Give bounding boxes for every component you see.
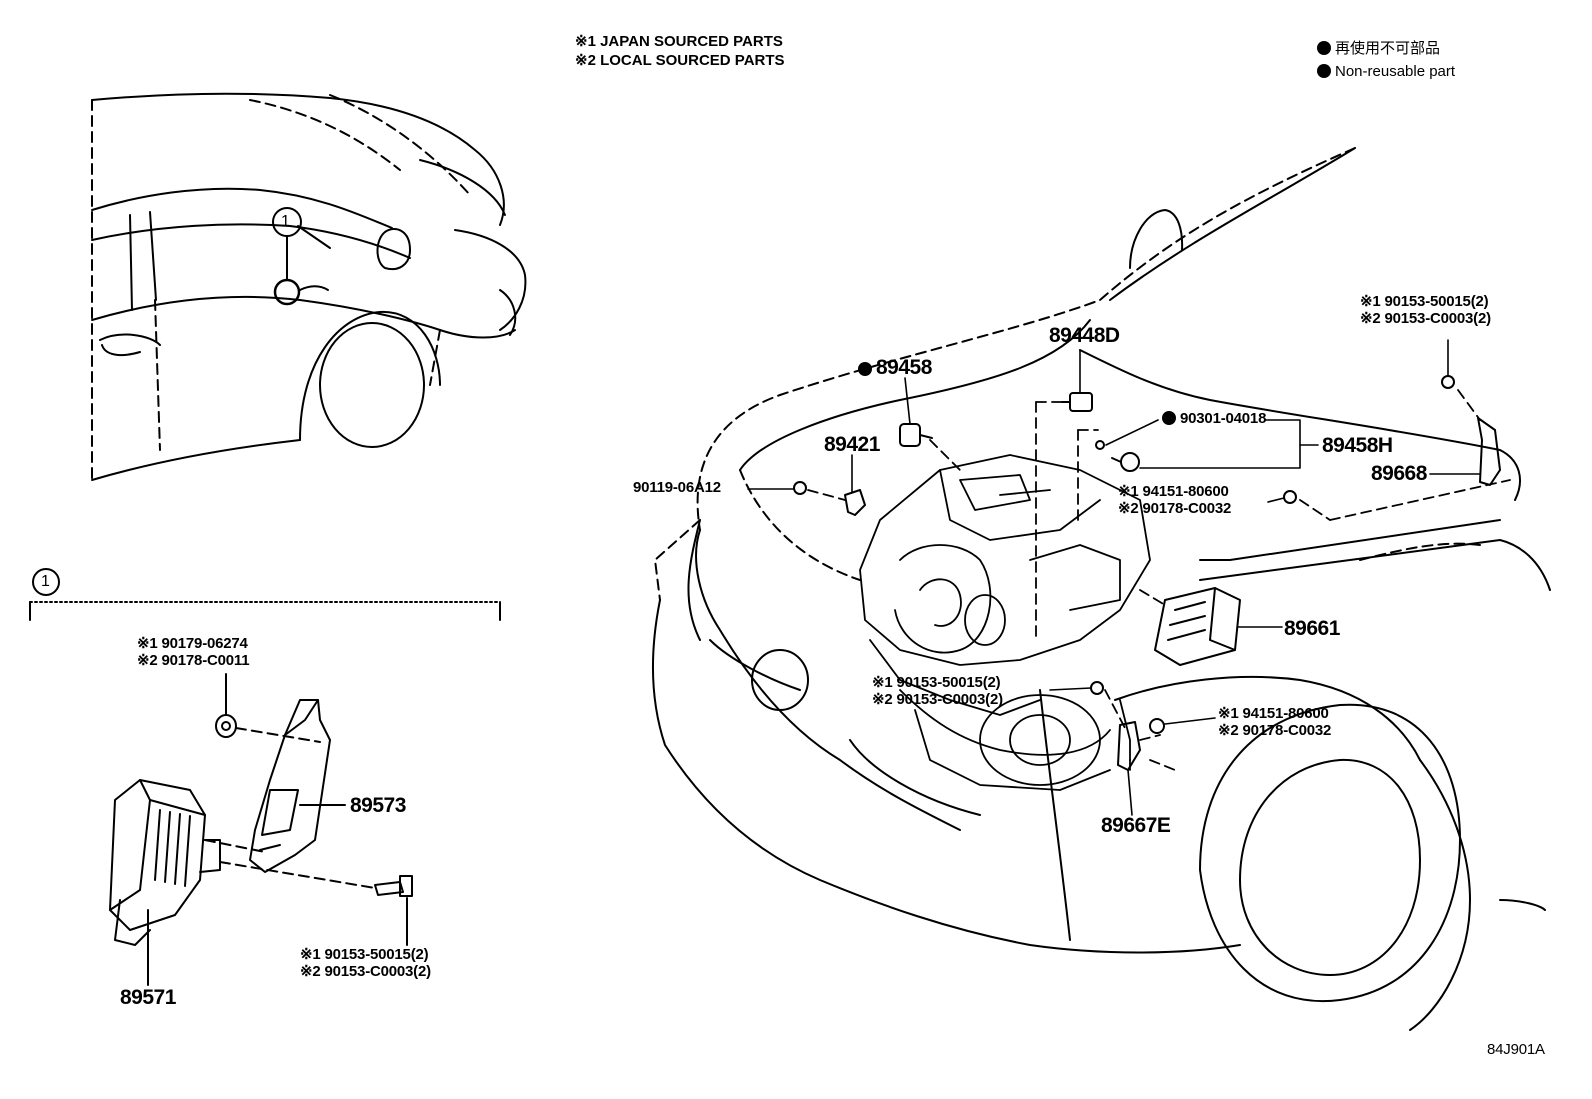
local-part-number: ※2 90178-C0011 — [137, 651, 250, 669]
bracket-89573-drawing — [250, 700, 330, 872]
legend-jp: 再使用不可部品 — [1335, 40, 1441, 57]
sourcing-notes: ※1 JAPAN SOURCED PARTS ※2 LOCAL SOURCED … — [575, 33, 785, 71]
local-part-number: ※2 90178-C0032 — [1118, 499, 1232, 517]
japan-part-number: ※1 90153-50015(2) — [872, 674, 1001, 691]
non-reusable-dot-icon — [1317, 41, 1331, 55]
non-reusable-dot-icon — [858, 362, 872, 376]
part-label-top-right-bolt[interactable]: ※1 90153-50015(2) ※2 90153-C0003(2) — [1360, 293, 1491, 327]
japan-part-number: ※1 90179-06274 — [137, 635, 248, 652]
sensor-89458 — [900, 424, 932, 446]
detail-callout-number: 1 — [41, 573, 50, 590]
part-label-mid-nut[interactable]: ※1 94151-80600 ※2 90178-C0032 — [1118, 483, 1232, 517]
part-label-detail-nut[interactable]: ※1 90179-06274 ※2 90178-C0011 — [137, 635, 250, 669]
part-label-90301[interactable]: 90301-04018 — [1162, 410, 1266, 428]
japan-part-number: ※1 90153-50015(2) — [300, 946, 429, 963]
local-sourced-note: ※2 LOCAL SOURCED PARTS — [575, 51, 785, 69]
non-reusable-dot-icon — [1162, 411, 1176, 425]
rear-car-outline — [92, 94, 525, 480]
sensor-89667e — [1118, 722, 1140, 770]
local-part-number: ※2 90153-C0003(2) — [872, 690, 1003, 708]
part-label-89458[interactable]: 89458 — [858, 357, 932, 378]
part-label-90119[interactable]: 90119-06A12 — [633, 479, 721, 496]
part-label-89661[interactable]: 89661 — [1284, 617, 1340, 640]
part-label-89458h[interactable]: 89458H — [1322, 434, 1393, 457]
part-label-fender-nut[interactable]: ※1 94151-80600 ※2 90178-C0032 — [1218, 705, 1332, 739]
sensor-89668 — [1478, 418, 1500, 485]
part-label-detail-bolt[interactable]: ※1 90153-50015(2) ※2 90153-C0003(2) — [300, 946, 431, 980]
ecu-89661 — [1155, 588, 1240, 665]
japan-part-number: ※1 90153-50015(2) — [1360, 293, 1489, 310]
callout-number: 1 — [281, 213, 290, 230]
detail-bolt — [375, 876, 412, 896]
local-part-number: ※2 90153-C0003(2) — [300, 962, 431, 980]
engine-block-drawing — [860, 455, 1150, 790]
front-car-outline — [653, 148, 1550, 1030]
figure-code: 84J901A — [1487, 1041, 1545, 1058]
part-label-89448d[interactable]: 89448D — [1049, 324, 1120, 347]
legend: 再使用不可部品 Non-reusable part — [1317, 40, 1455, 82]
japan-part-number: ※1 94151-80600 — [1118, 483, 1229, 500]
part-label-89668[interactable]: 89668 — [1371, 462, 1427, 485]
part-label-89421[interactable]: 89421 — [824, 433, 880, 456]
module-89571-drawing — [110, 780, 220, 945]
local-part-number: ※2 90153-C0003(2) — [1360, 309, 1491, 327]
legend-en: Non-reusable part — [1335, 62, 1456, 80]
part-label-89667e[interactable]: 89667E — [1101, 814, 1171, 837]
japan-sourced-note: ※1 JAPAN SOURCED PARTS — [575, 33, 783, 50]
part-label-engine-bolt[interactable]: ※1 90153-50015(2) ※2 90153-C0003(2) — [872, 674, 1003, 708]
sensor-89421 — [845, 490, 865, 515]
fuel-door-callout — [275, 280, 299, 304]
sensor-89448d — [1062, 393, 1092, 411]
part-label-89573[interactable]: 89573 — [350, 794, 406, 817]
part-label-89571[interactable]: 89571 — [120, 986, 176, 1009]
local-part-number: ※2 90178-C0032 — [1218, 721, 1332, 739]
japan-part-number: ※1 94151-80600 — [1218, 705, 1329, 722]
detail-frame — [30, 569, 500, 620]
sensor-89458h — [1096, 441, 1139, 471]
non-reusable-dot-icon — [1317, 63, 1331, 78]
